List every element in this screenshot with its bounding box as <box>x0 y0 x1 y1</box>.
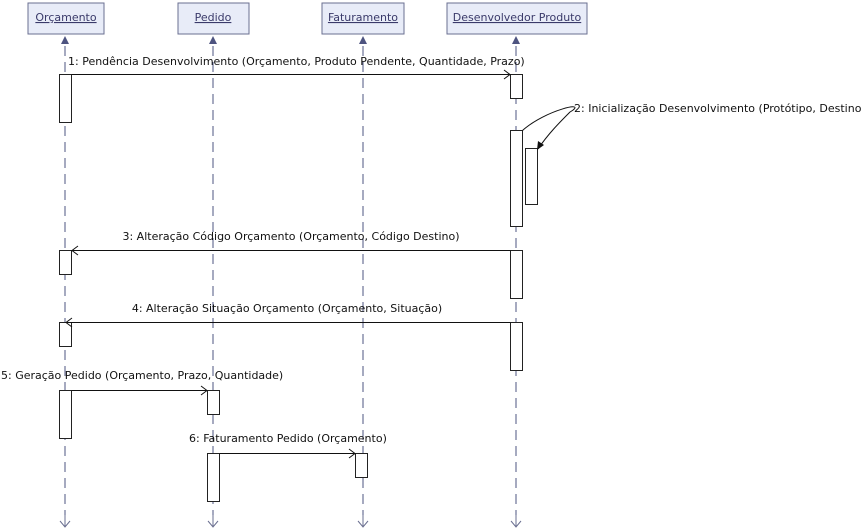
message-label: 4: Alteração Situação Orçamento (Orçamen… <box>132 302 442 315</box>
message-label: 6: Faturamento Pedido (Orçamento) <box>189 432 387 445</box>
activation-bar <box>510 74 523 99</box>
participant-desenvolvedor[interactable]: Desenvolvedor Produto <box>446 2 588 35</box>
message-label: 2: Inicialização Desenvolvimento (Protót… <box>574 102 862 115</box>
lifeline-end-arrow-icon <box>59 515 71 528</box>
activation-bar <box>59 74 72 123</box>
message-6[interactable]: 6: Faturamento Pedido (Orçamento) <box>189 432 387 459</box>
activation-bar <box>207 390 220 415</box>
activation-bar <box>59 322 72 347</box>
activation-bar <box>510 250 523 299</box>
participant-pedido[interactable]: Pedido <box>177 2 250 35</box>
lifeline-start-arrow-icon <box>61 36 69 44</box>
activation-bar <box>59 250 72 275</box>
lifeline-end-arrow-icon <box>510 515 522 528</box>
participant-faturamento[interactable]: Faturamento <box>321 2 405 35</box>
message-5[interactable]: 5: Geração Pedido (Orçamento, Prazo, Qua… <box>1 369 283 396</box>
activation-bar <box>525 148 538 205</box>
participant-label: Pedido <box>195 11 232 24</box>
activation-bar <box>207 453 220 502</box>
message-label: 5: Geração Pedido (Orçamento, Prazo, Qua… <box>1 369 283 382</box>
arrowhead-icon <box>348 448 356 459</box>
participant-label: Orçamento <box>35 11 96 24</box>
lifeline-end-arrow-icon <box>357 515 369 528</box>
arrowhead-icon <box>503 69 511 80</box>
message-2[interactable]: 2: Inicialização Desenvolvimento (Protót… <box>522 102 862 150</box>
message-label: 3: Alteração Código Orçamento (Orçamento… <box>122 230 459 243</box>
arrowhead-icon <box>537 141 544 150</box>
activation-bar <box>510 322 523 371</box>
lifeline-start-arrow-icon <box>209 36 217 44</box>
participant-orcamento[interactable]: Orçamento <box>27 2 105 35</box>
activation-bar <box>355 453 368 478</box>
arrowhead-icon <box>65 317 73 328</box>
activation-bar <box>59 390 72 439</box>
participant-label: Desenvolvedor Produto <box>453 11 582 24</box>
lifeline-start-arrow-icon <box>359 36 367 44</box>
arrowhead-icon <box>200 385 208 396</box>
activation-bar <box>510 130 523 227</box>
message-3[interactable]: 3: Alteração Código Orçamento (Orçamento… <box>71 230 511 256</box>
lifeline-end-arrow-icon <box>207 515 219 528</box>
arrowhead-icon <box>71 245 79 256</box>
message-label: 1: Pendência Desenvolvimento (Orçamento,… <box>68 55 525 68</box>
lifeline-start-arrow-icon <box>512 36 520 44</box>
message-4[interactable]: 4: Alteração Situação Orçamento (Orçamen… <box>65 302 511 328</box>
message-1[interactable]: 1: Pendência Desenvolvimento (Orçamento,… <box>68 55 525 80</box>
participant-label: Faturamento <box>328 11 398 24</box>
